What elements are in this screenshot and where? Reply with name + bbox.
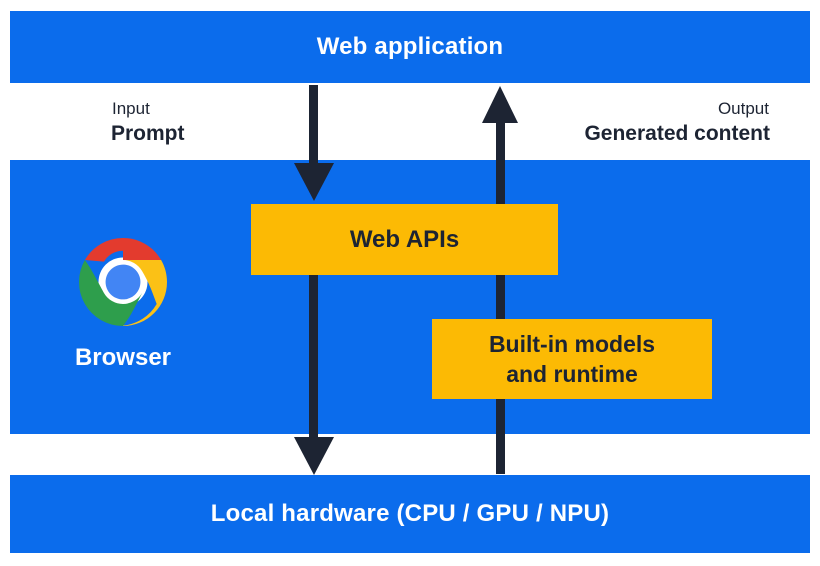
web-application-label: Web application [316, 33, 504, 60]
prompt-arrow-lower-shaft [309, 270, 318, 440]
local-hardware-bar: Local hardware (CPU / GPU / NPU) [10, 475, 810, 553]
chrome-logo-icon [79, 238, 167, 326]
browser-label: Browser [74, 344, 172, 371]
output-arrow-head [482, 86, 518, 123]
output-arrow-shaft [496, 120, 505, 474]
web-application-bar: Web application [10, 11, 810, 83]
prompt-label: Prompt [111, 122, 185, 145]
input-label: Input [112, 99, 150, 118]
builtin-models-label-line2: and runtime [506, 361, 638, 387]
generated-content-label: Generated content [584, 122, 770, 145]
builtin-models-box: Built-in models and runtime [432, 319, 712, 399]
prompt-arrow-upper-shaft [309, 85, 318, 168]
builtin-models-label-line1: Built-in models [488, 331, 656, 357]
prompt-arrow-lower-head [294, 437, 334, 475]
local-hardware-label: Local hardware (CPU / GPU / NPU) [210, 500, 610, 527]
output-label: Output [717, 99, 769, 118]
web-apis-box: Web APIs [251, 204, 558, 275]
prompt-arrow-upper-head [294, 163, 334, 201]
web-apis-label: Web APIs [349, 225, 460, 253]
